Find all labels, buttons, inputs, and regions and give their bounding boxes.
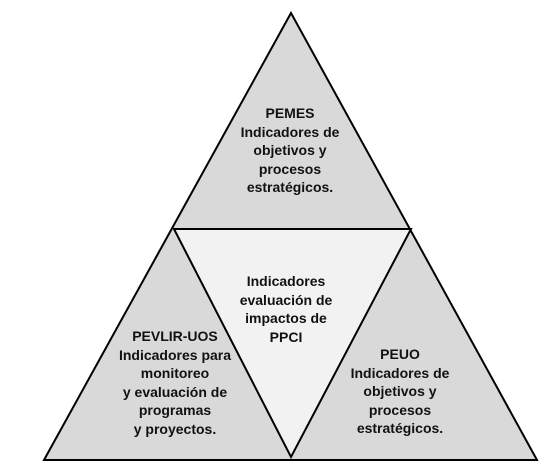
top-section-line: objetivos y (253, 142, 327, 158)
left-section-line: Indicadores para (118, 346, 232, 363)
center-section-line: evaluación de (239, 291, 333, 308)
center-section-line: PPCI (269, 328, 303, 345)
left-section-line: programas (138, 402, 212, 418)
top-section-text: PEMES Indicadores de objetivos y proceso… (220, 104, 360, 197)
right-section-text: PEUO Indicadores de objetivos y procesos… (330, 345, 470, 438)
right-section-line: procesos (368, 401, 432, 418)
center-section-line: Indicadores (246, 273, 326, 289)
left-section-line: y evaluación de (122, 383, 228, 400)
left-section-line: monitoreo (140, 365, 210, 381)
right-section-line: estratégicos. (356, 420, 444, 436)
top-section-line: PEMES (265, 105, 315, 121)
center-section-line: impactos de (245, 310, 327, 326)
right-section-line: Indicadores de (350, 364, 450, 381)
right-section-line: PEUO (380, 346, 420, 362)
left-section-line: PEVLIR-UOS (132, 328, 218, 344)
left-section-line: y proyectos. (133, 420, 217, 437)
left-section-text: PEVLIR-UOS Indicadores para monitoreo y … (100, 327, 250, 438)
top-section-line: procesos (258, 160, 322, 177)
center-section-text: Indicadores evaluación de impactos de PP… (216, 272, 356, 346)
right-section-line: objetivos y (363, 383, 437, 399)
top-section-line: Indicadores de (240, 123, 340, 140)
top-section-line: estratégicos. (246, 179, 334, 195)
